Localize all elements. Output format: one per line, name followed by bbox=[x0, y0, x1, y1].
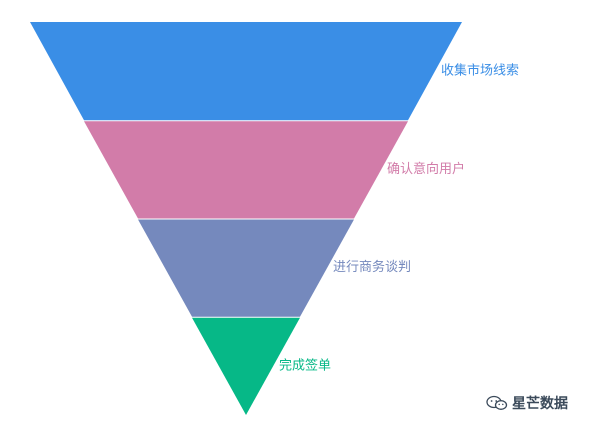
funnel-layer-4[interactable] bbox=[192, 317, 300, 415]
funnel-label-1: 收集市场线索 bbox=[441, 63, 519, 79]
funnel-label-2: 确认意向用户 bbox=[387, 161, 465, 177]
funnel-layer-1[interactable] bbox=[30, 22, 462, 121]
watermark: 星芒数据 bbox=[486, 393, 568, 413]
funnel-layer-2[interactable] bbox=[84, 121, 408, 219]
funnel-label-3: 进行商务谈判 bbox=[333, 259, 411, 275]
watermark-text: 星芒数据 bbox=[512, 396, 568, 412]
funnel-label-4: 完成签单 bbox=[279, 357, 331, 373]
funnel-layers bbox=[30, 22, 462, 415]
funnel-layer-3[interactable] bbox=[138, 219, 354, 317]
wechat-icon bbox=[486, 395, 508, 410]
